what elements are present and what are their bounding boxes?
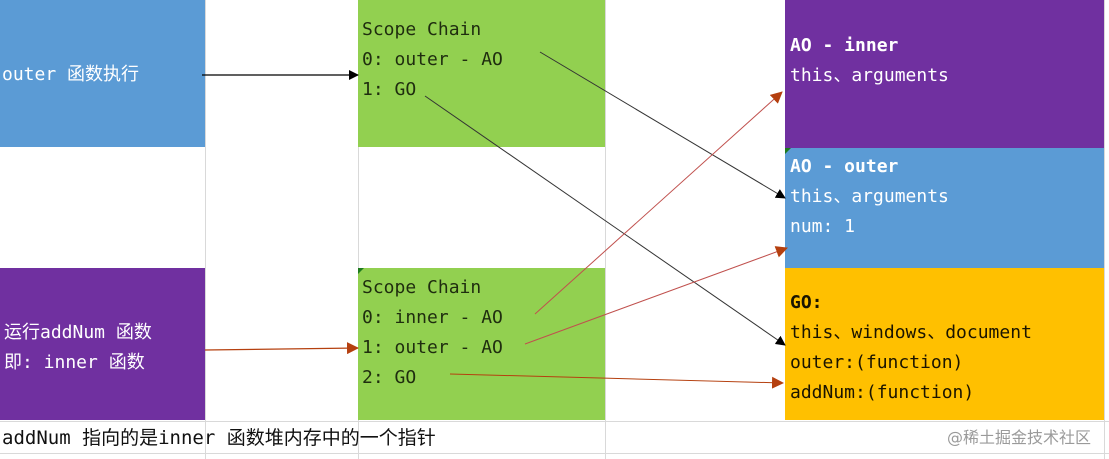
go-line: addNum:(function) (790, 382, 975, 403)
scope-chain-outer-box: Scope Chain 0: outer - AO 1: GO (358, 0, 605, 147)
ao-outer-box: AO - outer this、arguments num: 1 (785, 148, 1104, 268)
go-line: this、windows、document (790, 322, 1032, 343)
gridline (1104, 0, 1105, 459)
ao-outer-line: this、arguments (790, 186, 949, 207)
ao-outer-line: num: 1 (790, 216, 856, 237)
gridline (358, 0, 359, 459)
arrow-inner-exec-to-scope-chain (204, 342, 359, 355)
gridline (205, 0, 206, 459)
scope-chain-inner-item: 2: GO (362, 367, 417, 388)
scope-chain-inner-item: 0: inner - AO (362, 307, 503, 328)
outer-exec-box: outer 函数执行 (0, 0, 205, 147)
arrow-outer-ao-to-ao-outer-red (524, 246, 788, 345)
inner-exec-box: 运行addNum 函数 即: inner 函数 (0, 268, 205, 420)
scope-chain-inner-box: Scope Chain 0: inner - AO 1: outer - AO … (358, 268, 605, 420)
scope-chain-outer-title: Scope Chain (362, 19, 482, 40)
footer-note: addNum 指向的是inner 函数堆内存中的一个指针 (2, 427, 436, 449)
arrow-inner-ao-to-ao-inner (534, 91, 783, 315)
go-title: GO: (790, 292, 823, 313)
cell-comment-marker (358, 268, 364, 274)
go-line: outer:(function) (790, 352, 964, 373)
scope-chain-outer-item: 0: outer - AO (362, 49, 503, 70)
scope-chain-inner-title: Scope Chain (362, 277, 482, 298)
gridline (0, 421, 1109, 422)
watermark: @稀土掘金技术社区 (946, 428, 1091, 447)
ao-inner-box: AO - inner this、arguments (785, 0, 1104, 148)
outer-exec-label: outer 函数执行 (2, 64, 140, 85)
arrow-go-to-go-box (424, 95, 786, 346)
gridline (605, 0, 606, 459)
go-box: GO: this、windows、document outer:(functio… (785, 268, 1104, 420)
arrow-outer-ao-to-ao-outer (539, 51, 786, 199)
ao-outer-title: AO - outer (790, 156, 899, 177)
ao-inner-line: this、arguments (790, 65, 949, 86)
inner-exec-label-2: 即: inner 函数 (4, 352, 145, 373)
ao-inner-title: AO - inner (790, 35, 899, 56)
arrow-go-to-go-box-red (449, 373, 784, 389)
scope-chain-inner-item: 1: outer - AO (362, 337, 503, 358)
cell-comment-marker (785, 148, 791, 154)
inner-exec-label-1: 运行addNum 函数 (4, 322, 152, 343)
gridline (0, 453, 1109, 454)
scope-chain-outer-item: 1: GO (362, 79, 417, 100)
